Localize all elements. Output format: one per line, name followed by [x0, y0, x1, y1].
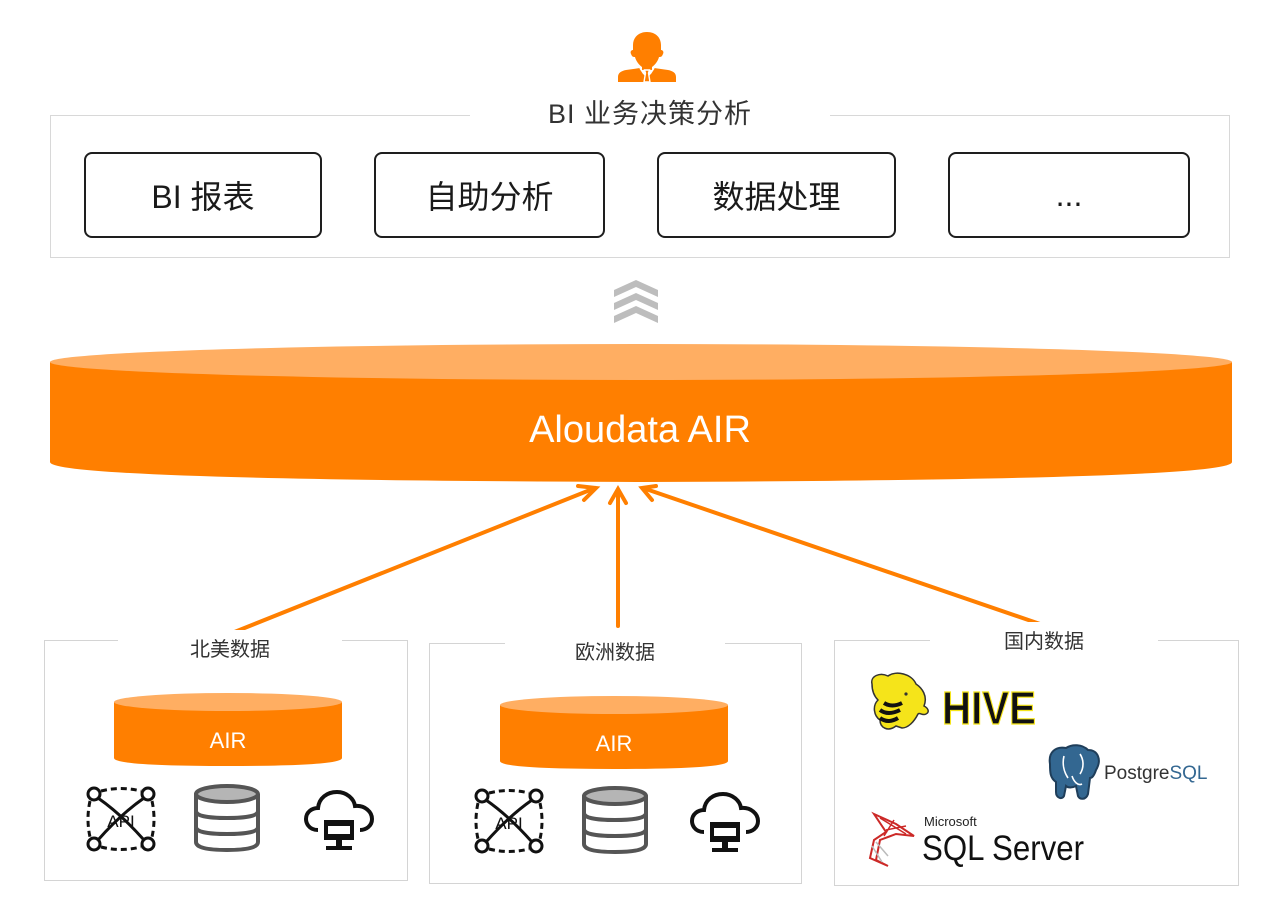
module-more[interactable]: ... [948, 152, 1190, 238]
svg-text:PostgreSQL: PostgreSQL [1104, 763, 1208, 784]
sql-server-product: SQL Server [922, 829, 1084, 868]
hive-elephant-bee-icon [871, 672, 929, 730]
core-platform-label: Aloudata AIR [529, 409, 751, 451]
region-title: 欧洲数据 [505, 633, 725, 673]
api-text: API [107, 812, 134, 831]
api-icon: API [86, 786, 156, 852]
air-node-label: AIR [209, 728, 247, 753]
arrow-head [638, 484, 658, 502]
module-label: ... [1055, 176, 1083, 213]
cloud-computer-icon [689, 791, 761, 852]
triple-chevron-up-icon [614, 280, 658, 323]
postgres-prefix: Postgre [1104, 763, 1169, 784]
module-bi-report[interactable]: BI 报表 [84, 152, 322, 238]
arrow-head [608, 484, 628, 505]
module-label: 数据处理 [712, 179, 841, 215]
air-node-label: AIR [595, 731, 633, 756]
hive-wordmark: HIVE [942, 682, 1036, 734]
sql-server-brand: Microsoft [924, 814, 977, 829]
arrow-domestic [641, 486, 1045, 627]
module-self-service-analysis[interactable]: 自助分析 [374, 152, 605, 238]
bi-section-title: BI 业务决策分析 [470, 92, 830, 136]
cloud-computer-icon [303, 789, 375, 850]
hive-logo: HIVE [871, 672, 1037, 735]
module-label: 自助分析 [425, 179, 554, 215]
module-label: BI 报表 [151, 179, 255, 215]
postgres-suffix: SQL [1169, 763, 1207, 784]
air-node-cylinder [114, 693, 342, 766]
database-icon [194, 784, 260, 853]
api-icon: API [474, 788, 544, 854]
business-person-icon [618, 32, 676, 82]
postgresql-elephant-icon [1048, 744, 1100, 800]
region-title: 国内数据 [930, 622, 1158, 662]
postgresql-logo: PostgreSQL [1048, 744, 1208, 800]
arrow-north-america [230, 486, 597, 635]
region-title: 北美数据 [118, 630, 342, 670]
sql-server-icon [868, 811, 915, 867]
database-icon [582, 786, 648, 855]
module-data-processing[interactable]: 数据处理 [657, 152, 896, 238]
arrow-head [576, 484, 601, 502]
sql-server-logo: Microsoft SQL Server [868, 811, 1084, 868]
aloudata-air-cylinder [50, 344, 1232, 482]
api-text: API [495, 814, 522, 833]
air-node-cylinder [500, 696, 728, 769]
